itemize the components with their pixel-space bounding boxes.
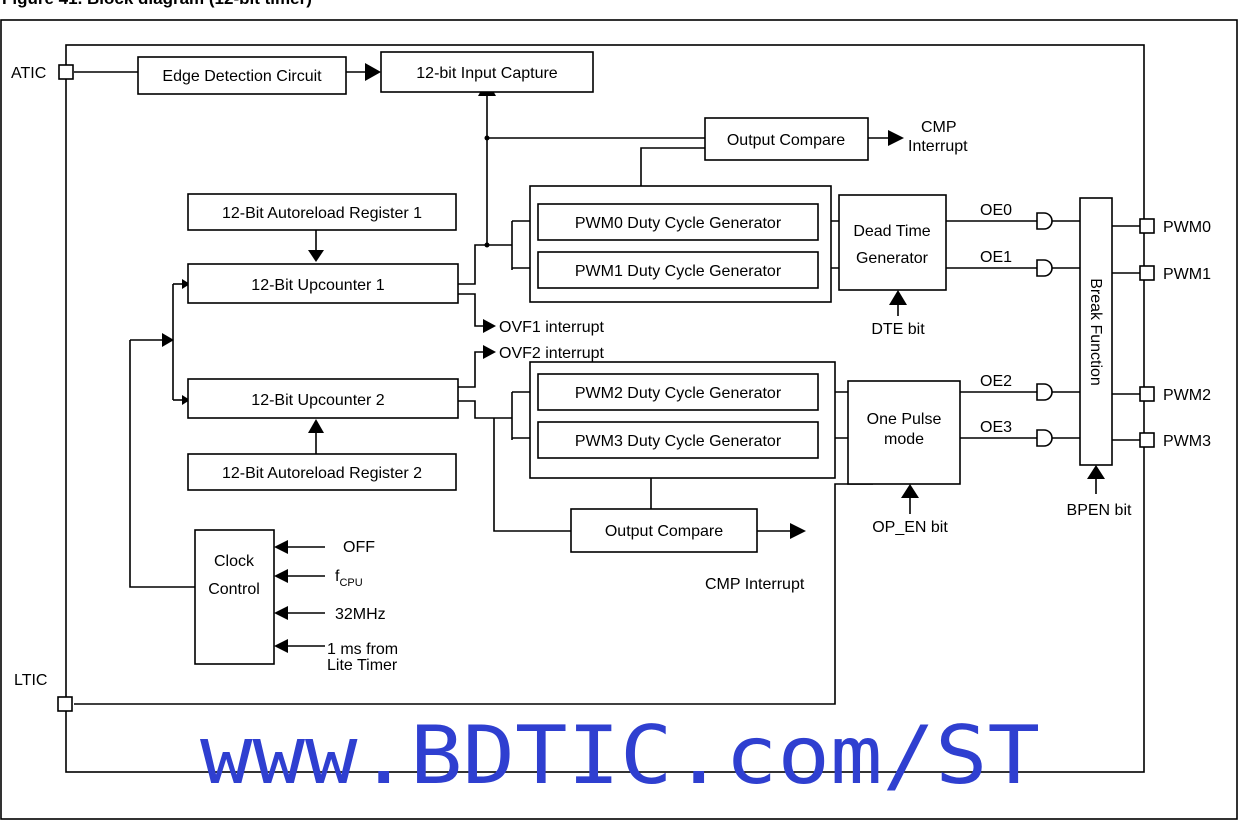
pin-atic-square — [58, 64, 74, 80]
fcpu-main: f — [335, 568, 340, 585]
ovf2-interrupt-label: OVF2 interrupt — [499, 345, 604, 362]
clock-lite-timer-l1: 1 ms from — [327, 641, 398, 658]
edge-detection-block: Edge Detection Circuit — [137, 56, 347, 95]
pin-pwm0-label: PWM0 — [1163, 219, 1211, 236]
break-function-block: Break Function — [1079, 197, 1113, 466]
cmp-interrupt-top-l2: Interrupt — [908, 138, 968, 155]
one-pulse-l1: One Pulse — [867, 411, 942, 428]
input-capture-label: 12-bit Input Capture — [416, 65, 558, 82]
clock-control-l2: Control — [208, 581, 260, 598]
dead-time-l1: Dead Time — [853, 223, 930, 240]
bpen-bit-label: BPEN bit — [1067, 502, 1132, 519]
pwm1-generator-label: PWM1 Duty Cycle Generator — [575, 263, 782, 280]
clock-off-label: OFF — [343, 539, 375, 556]
pin-pwm1-label: PWM1 — [1163, 266, 1211, 283]
clock-32mhz-label: 32MHz — [335, 606, 386, 623]
pin-atic-label: ATIC — [11, 65, 46, 82]
dead-time-l2: Generator — [856, 250, 929, 267]
pins — [57, 64, 1155, 712]
clock-control-l1: Clock — [214, 553, 255, 570]
chip-boundary — [65, 44, 1145, 773]
pwm01-generator-group: PWM0 Duty Cycle Generator PWM1 Duty Cycl… — [529, 185, 832, 303]
pin-pwm2-square — [1139, 386, 1155, 402]
pin-ltic-label: LTIC — [14, 672, 47, 689]
ovf1-interrupt-label: OVF1 interrupt — [499, 319, 604, 336]
dead-time-generator-block: Dead Time Generator — [838, 194, 947, 291]
outer-frame — [0, 19, 1238, 820]
pin-pwm3-label: PWM3 — [1163, 433, 1211, 450]
output-compare-top-label: Output Compare — [727, 132, 845, 149]
dte-bit-label: DTE bit — [871, 321, 925, 338]
cmp-interrupt-bottom-label: CMP Interrupt — [705, 576, 805, 593]
autoreload-register-1-label: 12-Bit Autoreload Register 1 — [222, 205, 422, 222]
autoreload-register-2-block: 12-Bit Autoreload Register 2 — [187, 453, 457, 491]
one-pulse-mode-block: One Pulse mode — [847, 380, 961, 485]
autoreload-register-1-block: 12-Bit Autoreload Register 1 — [187, 193, 457, 231]
pwm3-generator-label: PWM3 Duty Cycle Generator — [575, 433, 782, 450]
output-compare-bottom-block: Output Compare — [570, 508, 758, 553]
pwm2-generator-label: PWM2 Duty Cycle Generator — [575, 385, 782, 402]
oe2-label: OE2 — [980, 373, 1012, 390]
figure-caption: Figure 41. Block diagram (12-bit timer) — [2, 0, 312, 8]
clock-fcpu-label: fCPU — [335, 568, 363, 589]
pin-pwm3-square — [1139, 432, 1155, 448]
op-en-bit-label: OP_EN bit — [872, 519, 948, 536]
pin-ltic-square — [57, 696, 73, 712]
upcounter-1-label: 12-Bit Upcounter 1 — [251, 277, 385, 294]
oe0-label: OE0 — [980, 202, 1012, 219]
autoreload-register-2-label: 12-Bit Autoreload Register 2 — [222, 465, 422, 482]
clock-lite-timer-l2: Lite Timer — [327, 657, 398, 674]
and-gates — [1036, 212, 1053, 447]
break-function-label: Break Function — [1087, 278, 1104, 386]
edge-detection-label: Edge Detection Circuit — [162, 68, 322, 85]
pwm0-generator-label: PWM0 Duty Cycle Generator — [575, 215, 782, 232]
pwm23-generator-group: PWM2 Duty Cycle Generator PWM3 Duty Cycl… — [529, 361, 836, 479]
oe3-label: OE3 — [980, 419, 1012, 436]
input-capture-block: 12-bit Input Capture — [380, 51, 594, 93]
junction-dot — [484, 242, 490, 248]
upcounter-2-label: 12-Bit Upcounter 2 — [251, 392, 385, 409]
junction-dot — [484, 135, 490, 141]
arrowheads — [162, 63, 1105, 653]
upcounter-1-block: 12-Bit Upcounter 1 — [187, 263, 459, 304]
upcounter-2-block: 12-Bit Upcounter 2 — [187, 378, 459, 419]
pin-pwm2-label: PWM2 — [1163, 387, 1211, 404]
one-pulse-l2: mode — [884, 431, 924, 448]
pin-pwm0-square — [1139, 218, 1155, 234]
cmp-interrupt-top-l1: CMP — [921, 119, 957, 136]
watermark-text: www.BDTIC.com/ST — [200, 709, 1040, 802]
oe1-label: OE1 — [980, 249, 1012, 266]
clock-control-block: Clock Control — [194, 529, 275, 665]
output-compare-top-block: Output Compare — [704, 117, 869, 161]
pin-pwm1-square — [1139, 265, 1155, 281]
output-compare-bottom-label: Output Compare — [605, 523, 723, 540]
fcpu-sub: CPU — [339, 577, 362, 589]
